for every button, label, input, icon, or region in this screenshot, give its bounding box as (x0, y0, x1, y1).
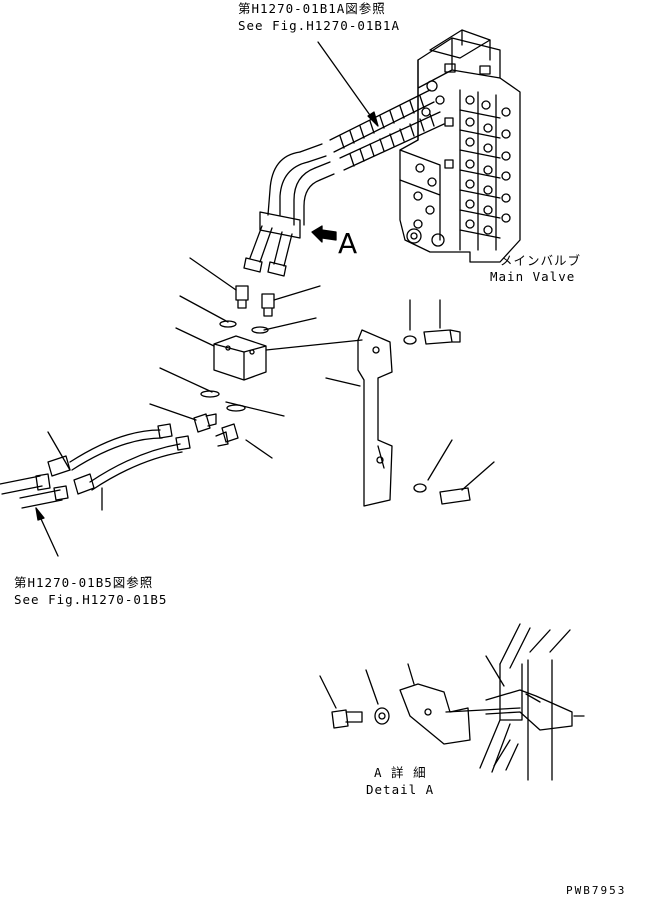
main-valve-assembly (399, 29, 521, 263)
detail-en-label: Detail A (366, 782, 435, 797)
top-ref-arrow (367, 111, 379, 127)
corrugated-hoses (299, 89, 445, 181)
view-marker-label: A (338, 227, 358, 260)
fittings-and-block (193, 285, 275, 447)
bottom-ref-jp-label: 第H1270-01B5図参照 (14, 575, 154, 590)
top-ref-jp-label: 第H1270-01B1A図参照 (238, 1, 386, 16)
main-valve-en-label: Main Valve (490, 269, 576, 284)
view-arrow-a (311, 225, 337, 243)
bracket-plate (357, 329, 471, 507)
detail-a-drawing (319, 623, 585, 781)
detail-jp-label: A 詳 細 (374, 765, 427, 780)
bottom-ref-en-label: See Fig.H1270-01B5 (14, 592, 168, 607)
top-ref-en-label: See Fig.H1270-01B1A (238, 18, 400, 33)
bottom-ref-arrow (35, 507, 45, 521)
main-valve-jp-label: メインバルブ (500, 253, 582, 268)
steel-tubes (243, 151, 321, 277)
drawing-code-label: PWB7953 (566, 884, 627, 897)
lower-hoses (0, 423, 191, 509)
